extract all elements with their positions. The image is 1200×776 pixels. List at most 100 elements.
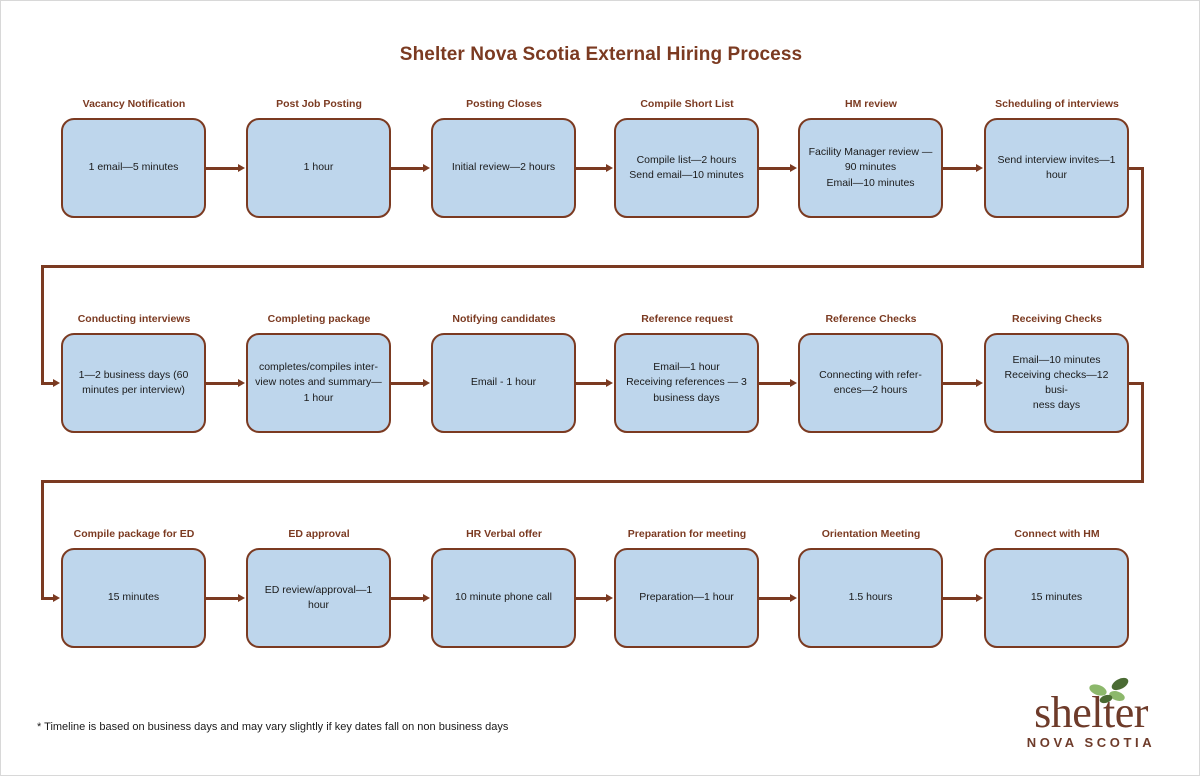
connector-horizontal [391, 382, 424, 385]
node-body-text: Facility Manager review — 90 minutes Ema… [808, 146, 933, 189]
node-label: Orientation Meeting [821, 528, 921, 540]
process-node[interactable]: Initial review—2 hours [431, 118, 576, 218]
node-body-text: Send interview invites—1 hour [997, 153, 1116, 181]
connector-horizontal [206, 167, 239, 170]
process-node[interactable]: 1 hour [246, 118, 391, 218]
connector-horizontal [41, 265, 1144, 268]
connector-horizontal [206, 597, 239, 600]
process-node[interactable]: 15 minutes [61, 548, 206, 648]
process-node[interactable]: Preparation—1 hour [614, 548, 759, 648]
process-node[interactable]: Email—1 hour Receiving references — 3 bu… [614, 333, 759, 433]
node-label: HR Verbal offer [466, 528, 542, 540]
connector-horizontal [576, 597, 607, 600]
node-label: Scheduling of interviews [995, 98, 1119, 110]
logo-subtitle: NOVA SCOTIA [1026, 735, 1156, 750]
connector-arrowhead [790, 378, 797, 387]
connector-horizontal [943, 167, 977, 170]
connector-horizontal [391, 597, 424, 600]
connector-arrowhead [976, 163, 983, 172]
connector-horizontal [759, 382, 791, 385]
node-label: Reference Checks [825, 313, 917, 325]
node-body-text: Preparation—1 hour [639, 591, 734, 604]
process-node[interactable]: Connecting with refer- ences—2 hours [798, 333, 943, 433]
connector-vertical [41, 480, 44, 597]
connector-horizontal [391, 167, 424, 170]
node-label: Notifying candidates [452, 313, 556, 325]
connector-horizontal [576, 382, 607, 385]
process-node[interactable]: Email - 1 hour [431, 333, 576, 433]
connector-vertical [41, 265, 44, 382]
node-body-text: completes/compiles inter- view notes and… [255, 361, 382, 404]
connector-arrowhead [606, 163, 613, 172]
connector-arrowhead [976, 593, 983, 602]
node-body-text: 1 hour [303, 161, 334, 174]
connector-horizontal [41, 597, 54, 600]
node-label: Preparation for meeting [627, 528, 747, 540]
connector-arrowhead [423, 378, 430, 387]
connector-vertical [1141, 382, 1144, 483]
process-node[interactable]: completes/compiles inter- view notes and… [246, 333, 391, 433]
connector-arrowhead [238, 378, 245, 387]
connector-arrowhead [423, 163, 430, 172]
node-label: Posting Closes [466, 98, 542, 110]
node-body-text: Email—1 hour Receiving references — 3 bu… [626, 361, 747, 404]
connector-horizontal [1129, 382, 1141, 385]
connector-arrowhead [53, 593, 60, 602]
node-body-text: Email - 1 hour [470, 376, 537, 389]
node-label: Reference request [641, 313, 733, 325]
process-node[interactable]: 10 minute phone call [431, 548, 576, 648]
connector-arrowhead [790, 163, 797, 172]
node-body-text: 15 minutes [1030, 591, 1083, 604]
process-node[interactable]: 15 minutes [984, 548, 1129, 648]
connector-arrowhead [423, 593, 430, 602]
node-body-text: Connecting with refer- ences—2 hours [819, 368, 922, 396]
connector-vertical [1141, 167, 1144, 268]
node-label: Post Job Posting [276, 98, 362, 110]
node-label: Compile Short List [640, 98, 734, 110]
process-node[interactable]: Send interview invites—1 hour [984, 118, 1129, 218]
node-body-text: Email—10 minutes Receiving checks—12 bus… [1004, 353, 1109, 412]
process-node[interactable]: 1.5 hours [798, 548, 943, 648]
process-node[interactable]: ED review/approval—1 hour [246, 548, 391, 648]
footnote-text: * Timeline is based on business days and… [37, 721, 509, 733]
node-label: Completing package [267, 313, 371, 325]
process-node[interactable]: 1 email—5 minutes [61, 118, 206, 218]
connector-horizontal [41, 382, 54, 385]
node-body-text: ED review/approval—1 hour [264, 583, 373, 611]
connector-horizontal [759, 597, 791, 600]
connector-arrowhead [238, 593, 245, 602]
node-body-text: 1 email—5 minutes [88, 161, 179, 174]
process-node[interactable]: Compile list—2 hours Send email—10 minut… [614, 118, 759, 218]
connector-horizontal [206, 382, 239, 385]
connector-arrowhead [606, 378, 613, 387]
process-node[interactable]: Email—10 minutes Receiving checks—12 bus… [984, 333, 1129, 433]
node-body-text: 1—2 business days (60 minutes per interv… [78, 368, 189, 396]
node-label: Compile package for ED [73, 528, 195, 540]
node-body-text: 15 minutes [107, 591, 160, 604]
connector-arrowhead [790, 593, 797, 602]
node-label: HM review [845, 98, 897, 110]
connector-horizontal [943, 382, 977, 385]
connector-horizontal [576, 167, 607, 170]
node-label: Connect with HM [1014, 528, 1100, 540]
node-label: Vacancy Notification [82, 98, 186, 110]
logo-wordmark: shelter [1034, 688, 1148, 737]
connector-horizontal [759, 167, 791, 170]
shelter-nova-scotia-logo: shelter NOVA SCOTIA [1006, 677, 1176, 755]
connector-horizontal [1129, 167, 1141, 170]
node-body-text: Initial review—2 hours [451, 161, 556, 174]
connector-arrowhead [606, 593, 613, 602]
node-body-text: 10 minute phone call [455, 591, 552, 604]
process-node[interactable]: 1—2 business days (60 minutes per interv… [61, 333, 206, 433]
page-title: Shelter Nova Scotia External Hiring Proc… [399, 44, 803, 65]
connector-arrowhead [238, 163, 245, 172]
connector-horizontal [943, 597, 977, 600]
node-label: Receiving Checks [1012, 313, 1102, 325]
process-node[interactable]: Facility Manager review — 90 minutes Ema… [798, 118, 943, 218]
connector-arrowhead [976, 378, 983, 387]
node-label: ED approval [288, 528, 350, 540]
node-label: Conducting interviews [77, 313, 191, 325]
connector-horizontal [41, 480, 1144, 483]
connector-arrowhead [53, 378, 60, 387]
